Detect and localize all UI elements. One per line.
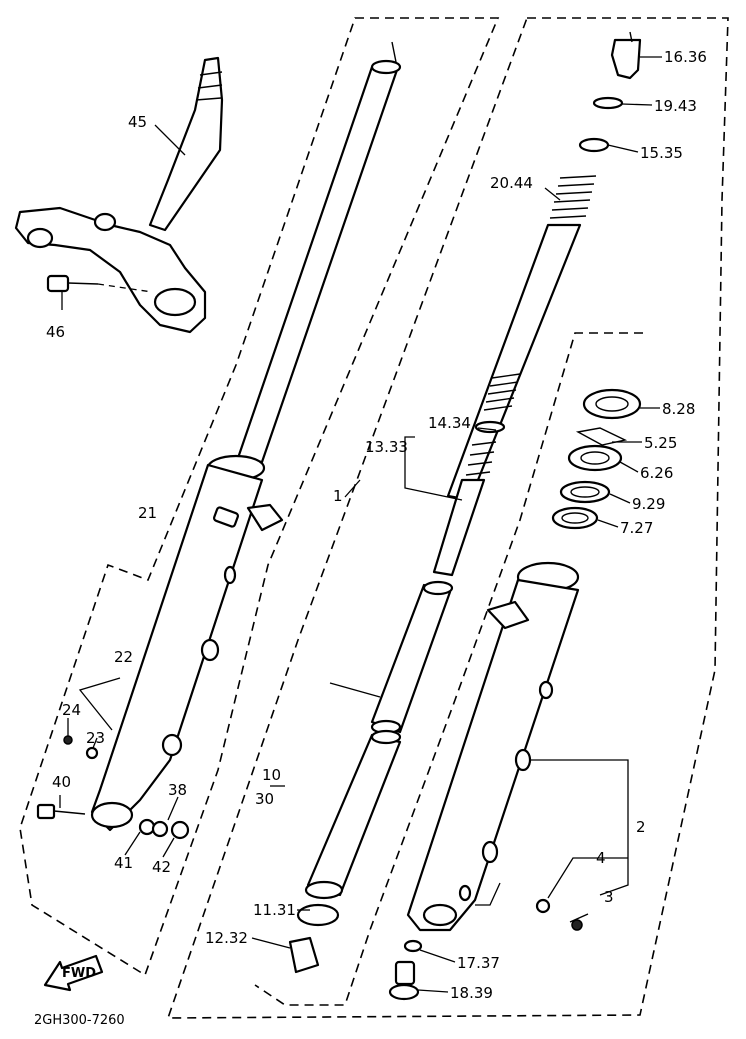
callout-11: 11.31 (253, 901, 296, 919)
callout-17: 17.37 (457, 954, 500, 972)
steering-stem-assembly (14, 56, 224, 334)
fwd-label: FWD (62, 966, 96, 981)
top-cap-hardware (578, 31, 642, 153)
callout-20: 20.44 (490, 174, 533, 192)
callout-15: 15.35 (640, 144, 683, 162)
inner-tube-group-outline (254, 332, 643, 1006)
callout-14: 14.34 (428, 414, 471, 432)
callout-22: 22 (114, 648, 133, 666)
callout-5: 5.25 (644, 434, 677, 452)
callout-19: 19.43 (654, 97, 697, 115)
callout-38: 38 (168, 781, 187, 799)
callout-24: 24 (62, 701, 81, 719)
right-outer-tube (406, 561, 580, 932)
callout-45: 45 (128, 113, 147, 131)
right-hardware (388, 898, 589, 1001)
callout-8: 8.28 (662, 400, 695, 418)
callout-21: 21 (138, 504, 157, 522)
left-fork-group-outline (19, 17, 500, 977)
callout-labels: 45 46 16.36 19.43 15.35 20.44 8.28 5.25 … (46, 48, 707, 1002)
callout-40: 40 (52, 773, 71, 791)
callout-13: 13.33 (365, 438, 408, 456)
callout-9: 9.29 (632, 495, 665, 513)
callout-6: 6.26 (640, 464, 673, 482)
diagram-code: 2GH300-7260 (34, 1013, 125, 1028)
callout-4: 4 (596, 849, 606, 867)
leader-lines (59, 56, 662, 993)
callout-42: 42 (152, 858, 171, 876)
callout-46: 46 (46, 323, 65, 341)
callout-3: 3 (604, 888, 614, 906)
left-fork-leg (90, 41, 402, 832)
callout-30: 30 (255, 790, 274, 808)
callout-7: 7.27 (620, 519, 653, 537)
callout-23: 23 (86, 729, 105, 747)
seal-stack (551, 388, 642, 530)
callout-18: 18.39 (450, 984, 493, 1002)
callout-41: 41 (114, 854, 133, 872)
callout-16: 16.36 (664, 48, 707, 66)
callout-10: 10 (262, 766, 281, 784)
damper-components (288, 175, 597, 974)
right-fork-group-outline (166, 17, 729, 1019)
callout-2: 2 (636, 818, 646, 836)
callout-1: 1 (333, 487, 343, 505)
callout-12: 12.32 (205, 929, 248, 947)
fwd-arrow: FWD (43, 954, 104, 992)
